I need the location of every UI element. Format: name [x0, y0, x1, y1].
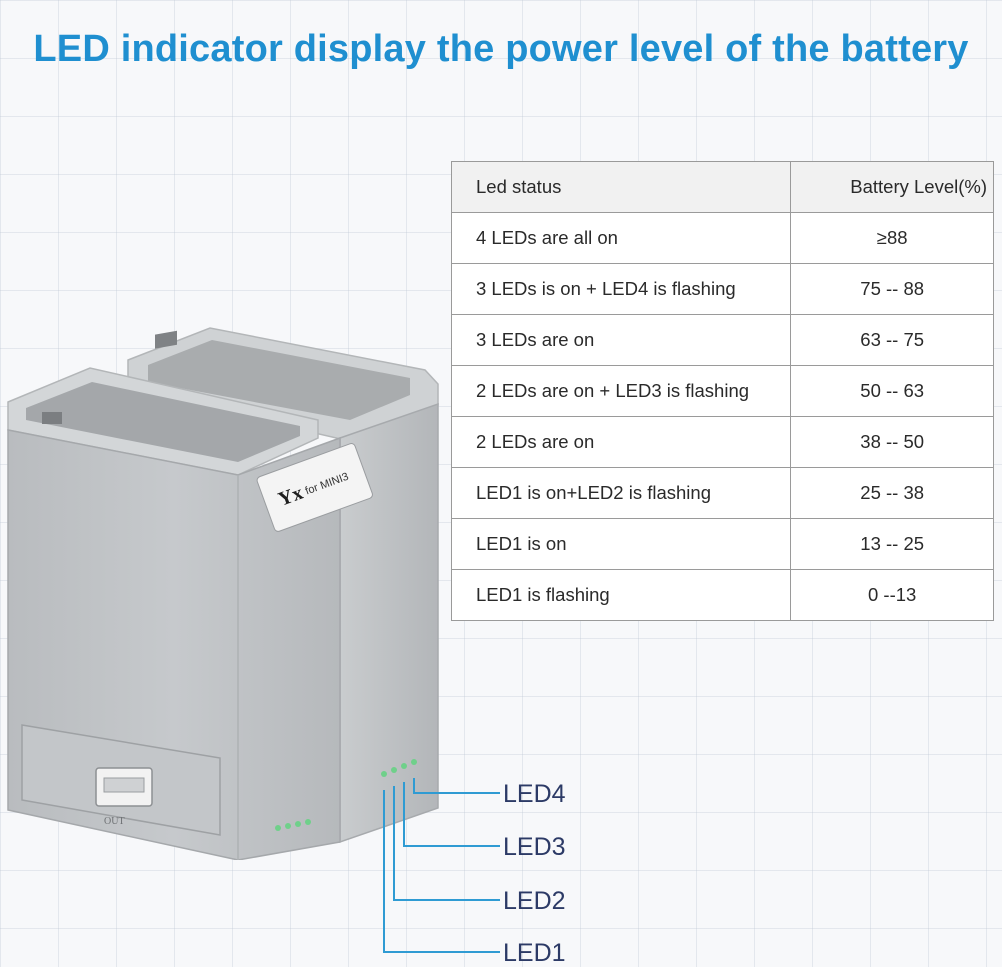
led1-label: LED1 — [503, 939, 566, 967]
battery-level-cell: ≥88 — [790, 212, 994, 264]
battery-level-table: Led status Battery Level(%) 4 LEDs are a… — [450, 161, 994, 621]
led-status-cell: 2 LEDs are on — [450, 416, 792, 468]
page-title: LED indicator display the power level of… — [33, 28, 969, 70]
led-callout-lines — [383, 778, 500, 953]
led-status-cell: 3 LEDs are on — [450, 314, 792, 366]
charging-hub-illustration: Yx for MINI3 OUT — [7, 327, 439, 860]
battery-level-cell: 0 --13 — [790, 569, 994, 621]
led-status-cell: LED1 is flashing — [450, 569, 792, 621]
battery-level-cell: 75 -- 88 — [790, 263, 994, 315]
led-status-cell: 3 LEDs is on + LED4 is flashing — [450, 263, 792, 315]
side-led-indicators — [381, 759, 417, 777]
led-status-cell: 4 LEDs are all on — [450, 212, 792, 264]
table-row: 4 LEDs are all on≥88 — [450, 212, 994, 264]
table-header-row: Led status Battery Level(%) — [450, 161, 994, 213]
column-header-led-status: Led status — [450, 161, 792, 213]
battery-level-cell: 63 -- 75 — [790, 314, 994, 366]
charging-hub-image: Yx for MINI3 OUT — [0, 320, 460, 860]
led4-label: LED4 — [503, 780, 566, 808]
led3-label: LED3 — [503, 833, 566, 861]
battery-level-cell: 25 -- 38 — [790, 467, 994, 519]
led-status-cell: 2 LEDs are on + LED3 is flashing — [450, 365, 792, 417]
battery-level-cell: 13 -- 25 — [790, 518, 994, 570]
port-label: OUT — [104, 816, 125, 827]
front-led-indicators — [275, 819, 311, 831]
battery-level-cell: 50 -- 63 — [790, 365, 994, 417]
led-status-cell: LED1 is on+LED2 is flashing — [450, 467, 792, 519]
column-header-battery-level: Battery Level(%) — [790, 161, 994, 213]
led2-label: LED2 — [503, 887, 566, 915]
battery-level-cell: 38 -- 50 — [790, 416, 994, 468]
led-status-cell: LED1 is on — [450, 518, 792, 570]
